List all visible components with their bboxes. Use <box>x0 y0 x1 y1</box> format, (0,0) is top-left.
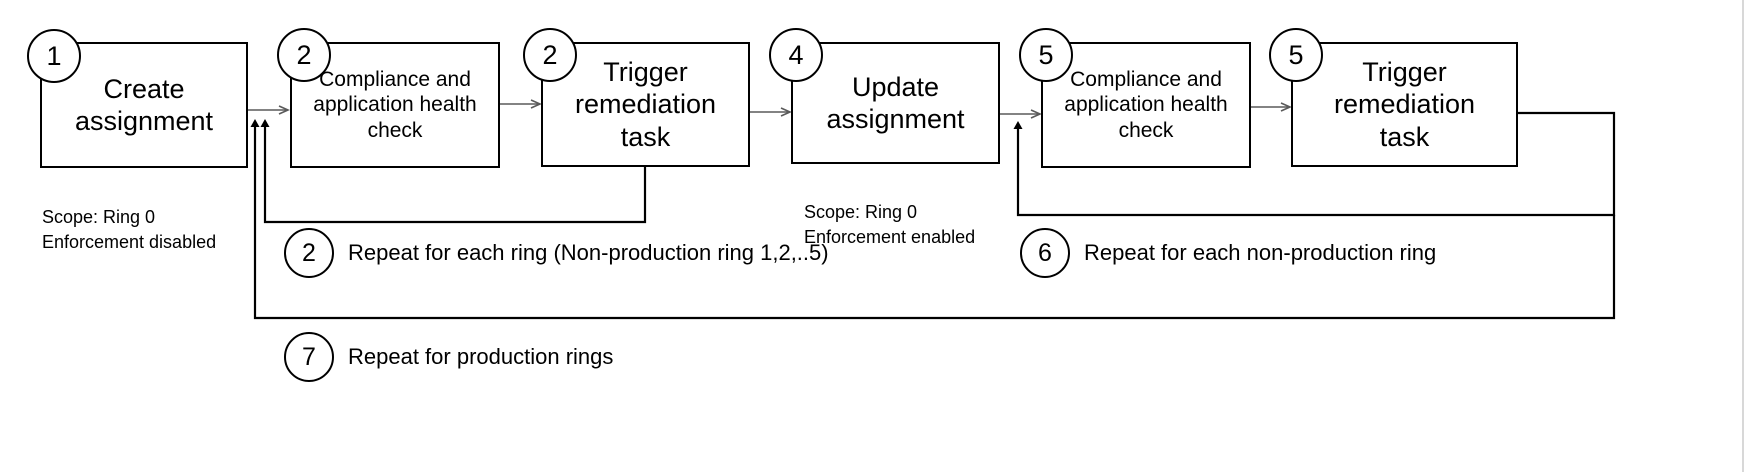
legend-badge-2-number: 2 <box>302 238 316 267</box>
step-badge-2b-number: 2 <box>542 39 558 70</box>
legend-badge-7: 7 <box>284 332 334 382</box>
node-compliance-check-2[interactable]: Compliance and application health check <box>1041 42 1251 168</box>
node-update-assignment-label: Update assignment <box>826 71 965 134</box>
legend-badge-7-number: 7 <box>302 342 316 371</box>
caption-scope-create: Scope: Ring 0 Enforcement disabled <box>42 180 272 254</box>
step-badge-5a: 5 <box>1019 28 1073 82</box>
legend-badge-6-number: 6 <box>1038 238 1052 267</box>
step-badge-2a-number: 2 <box>296 39 312 70</box>
caption-scope-create-text: Scope: Ring 0 Enforcement disabled <box>42 206 217 252</box>
legend-badge-6: 6 <box>1020 228 1070 278</box>
step-badge-4: 4 <box>769 28 823 82</box>
legend-badge-2: 2 <box>284 228 334 278</box>
node-compliance-check-1-label: Compliance and application health check <box>313 68 477 142</box>
legend-repeat-each-ring-text: Repeat for each ring (Non-production rin… <box>348 240 829 265</box>
node-trigger-remediation-2-label: Trigger remediation task <box>1333 56 1476 152</box>
step-badge-4-number: 4 <box>788 39 804 70</box>
node-create-assignment-label: Create assignment <box>74 73 214 136</box>
legend-repeat-nonprod: 6 Repeat for each non-production ring <box>1020 228 1436 278</box>
step-badge-5b: 5 <box>1269 28 1323 82</box>
step-badge-1: 1 <box>27 29 81 83</box>
legend-repeat-each-ring: 2 Repeat for each ring (Non-production r… <box>284 228 829 278</box>
step-badge-1-number: 1 <box>46 40 62 71</box>
legend-repeat-prod: 7 Repeat for production rings <box>284 332 613 382</box>
page-edge-rule <box>1742 0 1744 472</box>
step-badge-5b-number: 5 <box>1288 39 1304 70</box>
legend-repeat-nonprod-text: Repeat for each non-production ring <box>1084 240 1437 265</box>
step-badge-2b: 2 <box>523 28 577 82</box>
node-compliance-check-2-label: Compliance and application health check <box>1064 68 1228 142</box>
node-trigger-remediation-1-label: Trigger remediation task <box>574 56 717 152</box>
caption-scope-update: Scope: Ring 0 Enforcement enabled <box>804 175 1044 249</box>
node-trigger-remediation-2[interactable]: Trigger remediation task <box>1291 42 1518 167</box>
caption-scope-update-text: Scope: Ring 0 Enforcement enabled <box>804 201 976 247</box>
legend-repeat-prod-text: Repeat for production rings <box>348 344 614 369</box>
step-badge-5a-number: 5 <box>1038 39 1054 70</box>
step-badge-2a: 2 <box>277 28 331 82</box>
